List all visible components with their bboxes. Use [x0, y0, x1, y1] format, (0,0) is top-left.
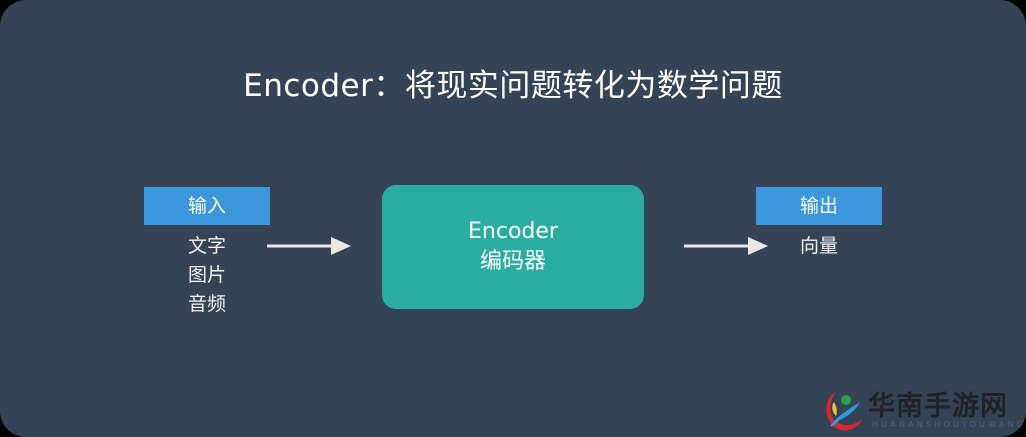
output-list: 向量 [772, 232, 866, 261]
input-item-text: 文字 [187, 235, 226, 257]
right-arrow-icon [267, 236, 353, 256]
output-item-vector: 向量 [799, 235, 838, 257]
watermark: 华南手游网 HUANANSHOUYOUWANG [822, 386, 1023, 436]
encoder-box: Encoder 编码器 [382, 185, 644, 309]
input-item-audio: 音频 [187, 293, 226, 315]
input-list: 文字 图片 音频 [160, 232, 254, 319]
input-tag: 输入 [144, 187, 270, 225]
watermark-text: 华南手游网 [868, 391, 1008, 422]
encoder-label-zh: 编码器 [479, 249, 546, 274]
slide-title: Encoder：将现实问题转化为数学问题 [243, 68, 783, 104]
input-item-image: 图片 [187, 264, 226, 286]
encoder-label-en: Encoder [468, 219, 558, 244]
watermark-subtitle: HUANANSHOUYOUWANG [872, 420, 1026, 429]
watermark-logo-icon [822, 388, 866, 436]
output-tag: 输出 [756, 187, 882, 225]
right-arrow-icon [684, 236, 770, 256]
